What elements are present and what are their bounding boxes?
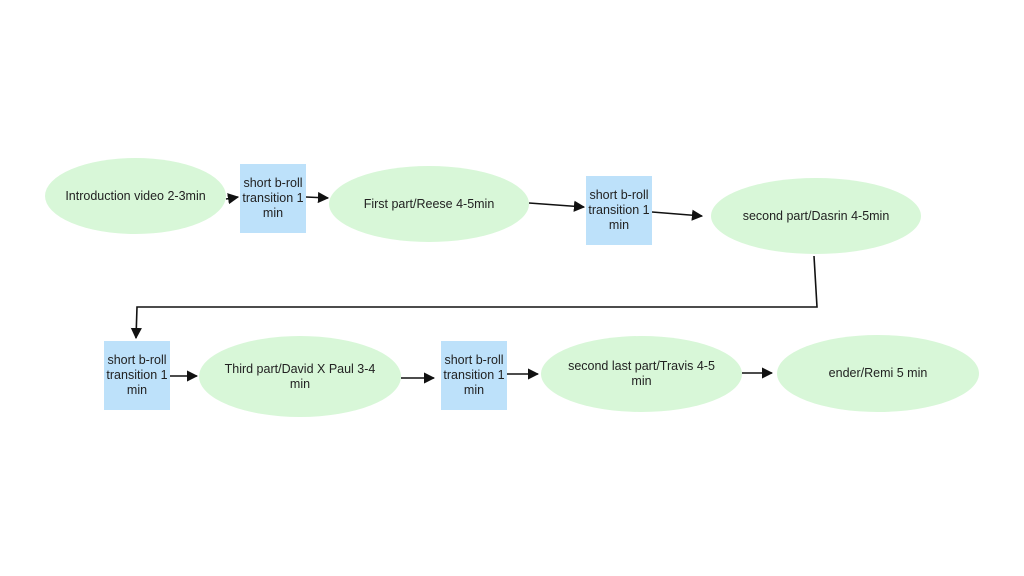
node-third-part: Third part/David X Paul 3-4 min bbox=[199, 336, 401, 417]
node-intro-label: Introduction video 2-3min bbox=[65, 188, 206, 203]
node-intro: Introduction video 2-3min bbox=[45, 158, 226, 234]
node-broll-1: short b-roll transition 1 min bbox=[240, 164, 306, 233]
node-second-part-label: second part/Dasrin 4-5min bbox=[742, 208, 890, 223]
arrow-broll1-to-first bbox=[305, 191, 330, 204]
node-first-part-label: First part/Reese 4-5min bbox=[363, 196, 495, 211]
node-broll-4: short b-roll transition 1 min bbox=[441, 341, 507, 410]
arrow-second-to-broll3 bbox=[130, 255, 818, 340]
node-broll-3: short b-roll transition 1 min bbox=[104, 341, 170, 410]
node-ender-label: ender/Remi 5 min bbox=[828, 366, 928, 380]
node-second-last-part: second last part/Travis 4-5 min bbox=[541, 336, 742, 412]
node-broll-2: short b-roll transition 1 min bbox=[586, 176, 652, 245]
node-first-part: First part/Reese 4-5min bbox=[329, 166, 529, 242]
arrow-first-to-broll2 bbox=[528, 200, 586, 212]
node-second-last-part-label: second last part/Travis 4-5 min bbox=[568, 359, 715, 388]
arrow-broll2-to-second bbox=[651, 209, 704, 221]
node-second-part: second part/Dasrin 4-5min bbox=[711, 178, 921, 254]
node-broll-2-label: short b-roll transition 1 min bbox=[588, 188, 650, 232]
node-broll-4-label: short b-roll transition 1 min bbox=[443, 353, 505, 397]
node-broll-3-label: short b-roll transition 1 min bbox=[106, 353, 168, 397]
edge-layer bbox=[130, 191, 818, 384]
node-broll-1-label: short b-roll transition 1 min bbox=[242, 176, 304, 220]
node-ender: ender/Remi 5 min bbox=[777, 335, 979, 412]
arrow-intro-to-broll1 bbox=[225, 193, 240, 205]
node-third-part-label: Third part/David X Paul 3-4 min bbox=[224, 361, 376, 391]
